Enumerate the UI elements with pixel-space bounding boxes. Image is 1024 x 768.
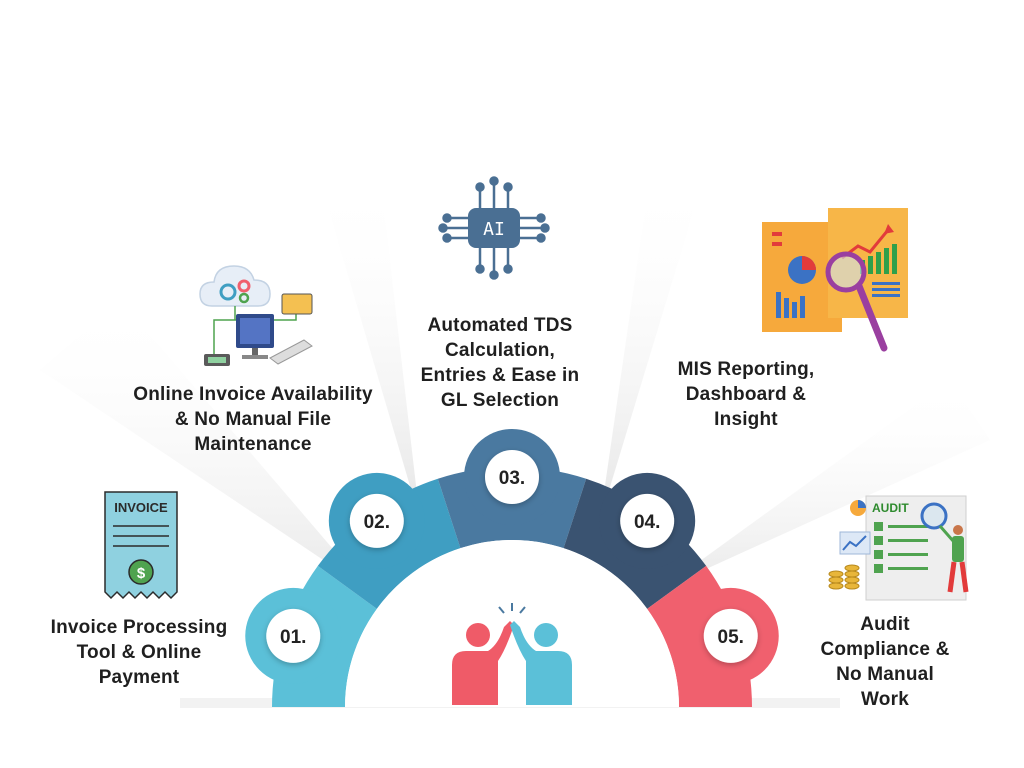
step-2-label-line: Online Invoice Availability <box>133 384 373 405</box>
audit-checklist-icon: AUDIT <box>828 495 969 601</box>
step-5-label-line: Compliance & <box>820 639 950 660</box>
step-1-badge <box>266 608 321 663</box>
ai-chip-text: AI <box>483 219 505 240</box>
svg-text:$: $ <box>137 565 146 582</box>
step-4-label-line: MIS Reporting, <box>677 359 815 380</box>
step-2-badge <box>349 493 404 548</box>
number-badges: 01. 02. 03. 04. 05. <box>266 450 758 663</box>
report-magnifier-icon <box>762 208 908 352</box>
step-4-label-line: Dashboard & <box>685 384 807 405</box>
step-2-label-line: & No Manual File <box>174 409 332 430</box>
step-1-label: Invoice Processing Tool & Online Payment <box>30 615 248 690</box>
step-1-label-line: Invoice Processing <box>50 617 228 638</box>
step-3-badge <box>485 450 539 504</box>
step-1-number: 01. <box>280 627 306 648</box>
high-five-icon <box>452 603 572 705</box>
step-2-label: Online Invoice Availability & No Manual … <box>104 382 402 457</box>
step-5-label-line: Audit <box>860 614 910 635</box>
audit-icon-text: AUDIT <box>872 501 909 515</box>
invoice-icon: INVOICE $ <box>104 491 178 600</box>
step-4-badge <box>620 493 675 548</box>
step-4-label-line: Insight <box>714 409 778 430</box>
step-3-number: 03. <box>499 468 525 489</box>
step-3-label-line: Automated TDS <box>427 315 573 336</box>
step-5-number: 05. <box>718 627 744 648</box>
step-3-label-line: GL Selection <box>440 390 560 411</box>
step-5-label-line: Work <box>861 689 909 710</box>
step-1-label-line: Payment <box>98 667 180 688</box>
ai-chip-icon: AI <box>438 176 550 280</box>
step-3-label-line: Calculation, <box>444 340 556 361</box>
step-2-number: 02. <box>364 512 390 533</box>
step-5-label-line: No Manual <box>836 664 934 685</box>
step-3-label: Automated TDS Calculation, Entries & Eas… <box>400 313 600 413</box>
step-4-number: 04. <box>634 512 660 533</box>
cloud-computer-icon <box>199 265 313 366</box>
step-5-label: Audit Compliance & No Manual Work <box>800 612 970 712</box>
step-1-label-line: Tool & Online <box>76 642 202 663</box>
step-3-label-line: Entries & Ease in <box>420 365 580 386</box>
step-2-label-line: Maintenance <box>194 434 312 455</box>
step-4-label: MIS Reporting, Dashboard & Insight <box>652 357 840 432</box>
invoice-icon-text: INVOICE <box>114 500 168 515</box>
step-5-badge <box>703 608 758 663</box>
